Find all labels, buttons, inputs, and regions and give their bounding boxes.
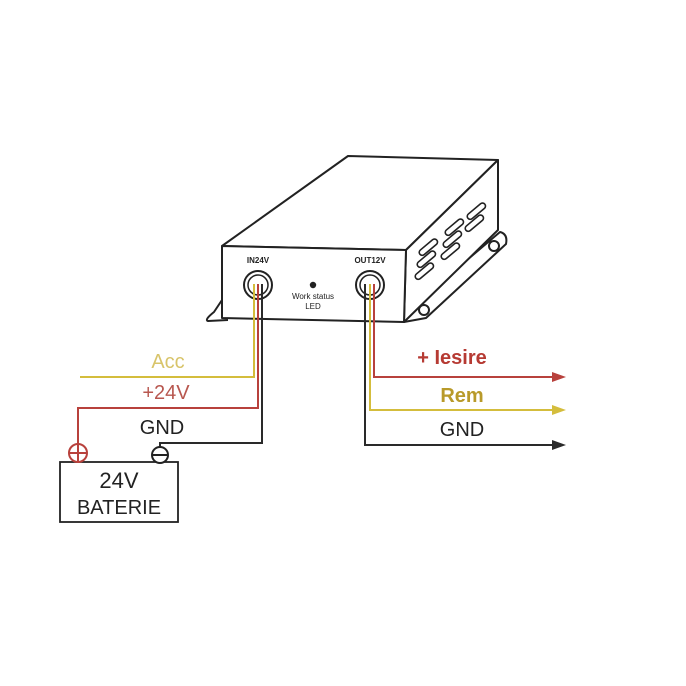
input-gnd-wire	[159, 284, 263, 448]
plus24-label: +24V	[142, 382, 190, 404]
battery-name-label: BATERIE	[77, 497, 161, 519]
led-label-line1: Work status	[292, 292, 334, 301]
plus-out-arrow	[552, 372, 566, 382]
side-vents	[414, 202, 487, 281]
battery-voltage-label: 24V	[99, 468, 138, 493]
battery-box	[59, 461, 179, 523]
status-led	[309, 281, 317, 289]
right-flange	[403, 231, 508, 323]
flange-hole-bottom	[418, 304, 430, 316]
battery-plus-terminal-icon	[68, 443, 88, 463]
flange-hole-top	[488, 240, 500, 252]
plus-out-wire	[373, 284, 552, 378]
output-port-label: OUT12V	[354, 256, 386, 265]
plus24-wire	[77, 284, 259, 444]
input-port-label: IN24V	[247, 256, 270, 265]
acc-wire	[80, 284, 255, 378]
plus-out-label: + Iesire	[417, 347, 487, 369]
input-gnd-label: GND	[140, 417, 184, 439]
rem-wire	[369, 284, 552, 411]
rem-label: Rem	[440, 385, 483, 407]
led-label-line2: LED	[305, 302, 321, 311]
battery-minus-terminal-icon	[151, 446, 169, 464]
output-gnd-wire	[364, 284, 552, 446]
output-gnd-label: GND	[440, 419, 484, 441]
output-gnd-arrow	[552, 440, 566, 450]
acc-label: Acc	[151, 351, 184, 373]
rem-arrow	[552, 405, 566, 415]
